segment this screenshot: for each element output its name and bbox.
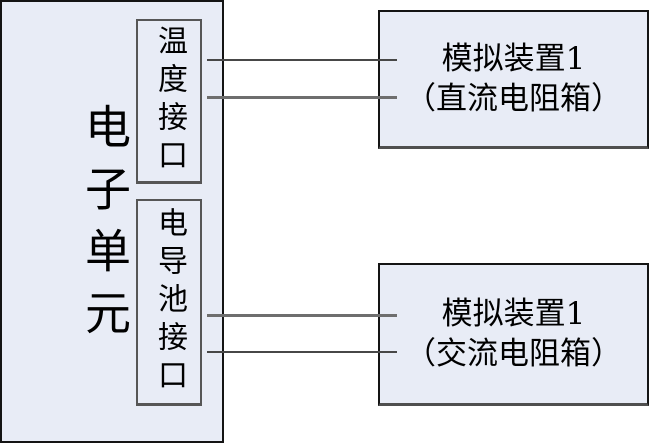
device-dc-type: （直流电阻箱） xyxy=(405,81,622,117)
device-dc-name: 模拟装置1 xyxy=(441,41,586,77)
temperature-interface-label: 温度接口 xyxy=(152,25,187,177)
conductivity-cell-interface-label: 电导池接口 xyxy=(152,207,187,397)
connector-line-temp-2 xyxy=(207,96,397,99)
temperature-interface-box: 温度接口 xyxy=(136,19,202,184)
device-box-ac-resistance: 模拟装置1 （交流电阻箱） xyxy=(378,263,649,406)
connector-line-cond-1 xyxy=(207,314,397,317)
conductivity-cell-interface-box: 电导池接口 xyxy=(136,199,202,406)
connector-line-cond-2 xyxy=(207,351,397,353)
device-ac-type: （交流电阻箱） xyxy=(405,336,622,372)
electronic-unit-label: 电子单元 xyxy=(78,103,132,351)
device-box-dc-resistance: 模拟装置1 （直流电阻箱） xyxy=(378,10,649,149)
connector-line-temp-1 xyxy=(207,59,397,61)
electronic-unit-box: 电子单元 温度接口 电导池接口 xyxy=(0,0,224,443)
device-ac-name: 模拟装置1 xyxy=(441,296,586,332)
